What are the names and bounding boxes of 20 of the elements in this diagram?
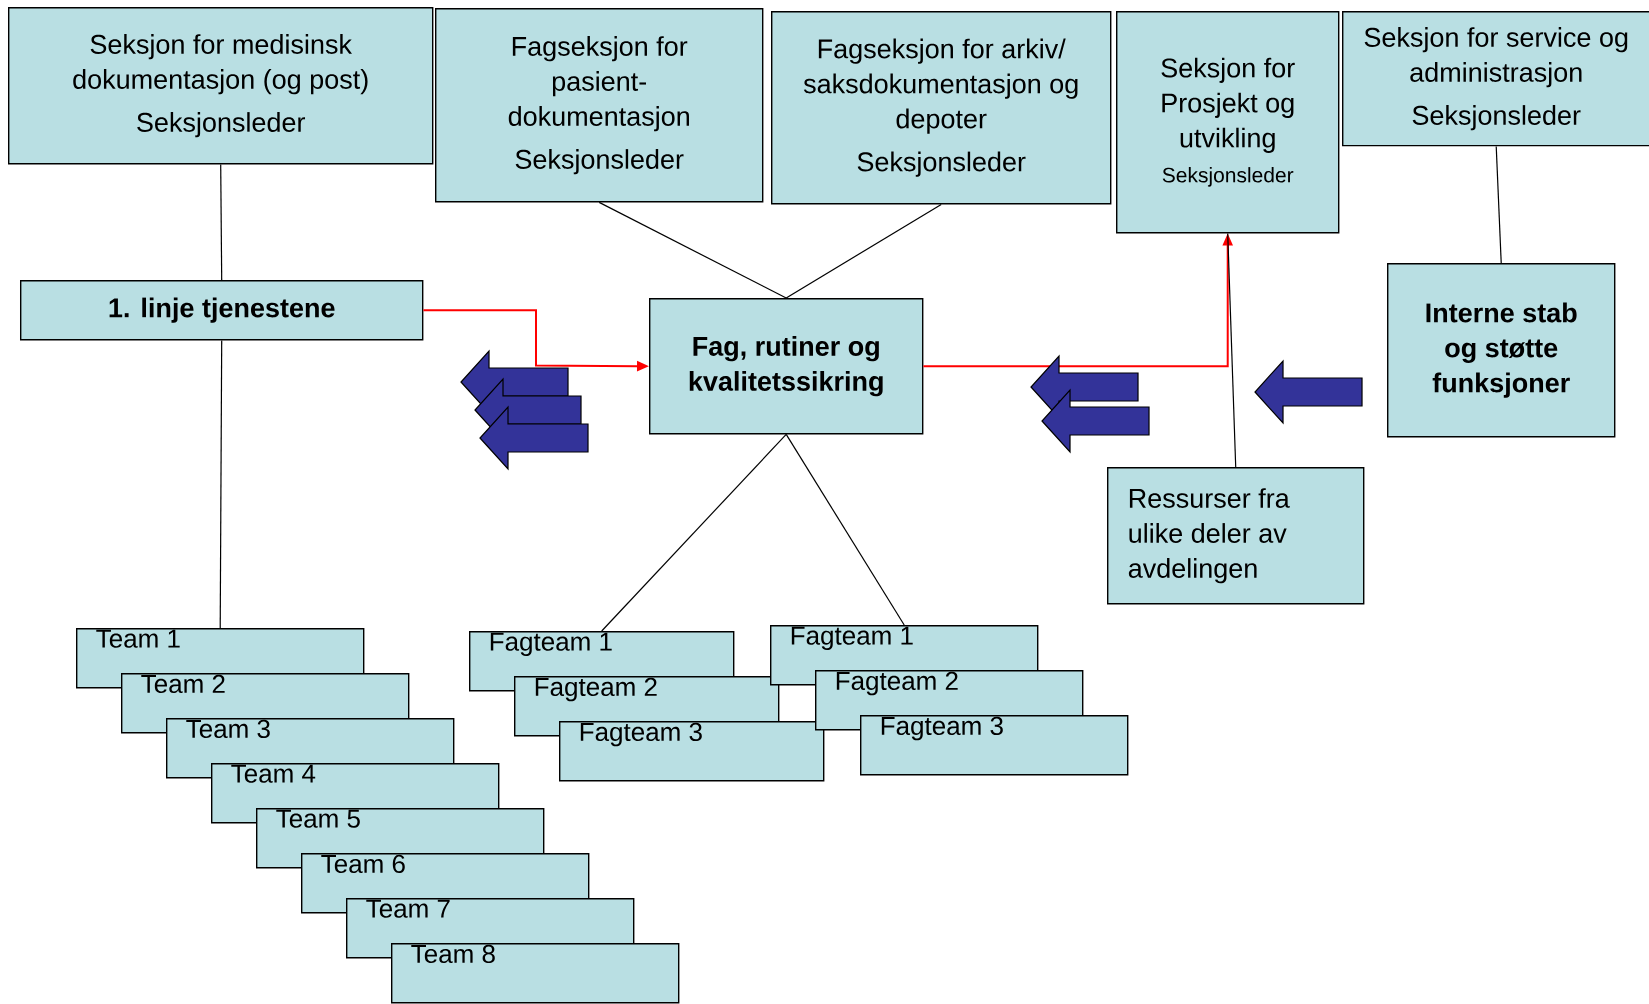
section-box: 1. linje tjenestene — [20, 280, 424, 341]
connector-line — [219, 339, 223, 629]
team-box: Fagteam 3 — [860, 715, 1129, 776]
section-box: Seksjon for service og administrasjon Seksjonsleder — [1342, 11, 1649, 147]
section-box: Fagseksjon for pasient- dokumentasjon Seksjonsleder — [435, 8, 764, 203]
section-box: Ressurser fra ulike deler av avdelingen — [1107, 467, 1365, 605]
connector-line — [785, 203, 942, 299]
section-box: Seksjon for Prosjekt og utvikling Seksjonsleder — [1116, 11, 1340, 234]
connector-line — [785, 433, 905, 626]
connector-line — [220, 163, 223, 281]
connector-line — [1495, 145, 1502, 264]
team-box: Fagteam 3 — [559, 721, 825, 782]
section-box: Seksjon for medisinsk dokumentasjon (og post) Seksjonsleder — [8, 7, 434, 165]
connector-line — [601, 433, 787, 632]
section-box: Fagseksjon for arkiv/ saksdokumentasjon og depoter Seksjonsleder — [771, 11, 1112, 205]
section-box: Fag, rutiner og kvalitetssikring — [649, 298, 924, 435]
section-box: Interne stab og støtte funksjoner — [1387, 263, 1616, 438]
connector-line — [1227, 232, 1237, 468]
team-box: Team 8 — [391, 943, 680, 1004]
connector-line — [598, 201, 787, 299]
